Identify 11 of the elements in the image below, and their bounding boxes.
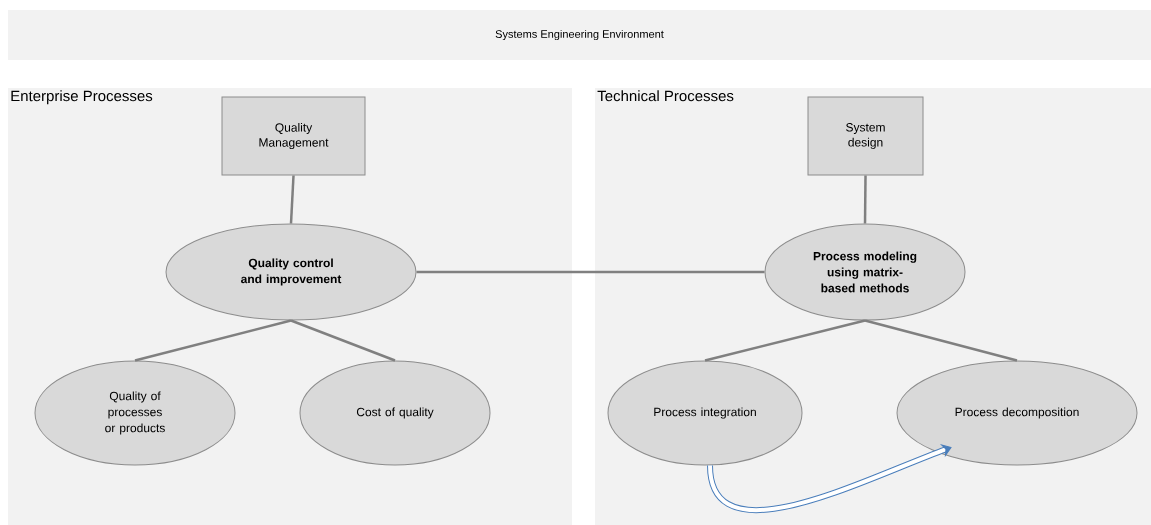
connector-line: [289, 175, 295, 224]
title-band: Systems Engineering Environment: [8, 10, 1151, 60]
process-box: System design: [807, 96, 924, 176]
connector-line: [134, 319, 292, 362]
connector-line: [704, 319, 866, 362]
connector-line: [863, 175, 867, 224]
connector-line: [290, 319, 396, 362]
curved-arrow: [707, 444, 952, 513]
connector-line: [864, 319, 1018, 362]
process-box: Quality Management: [221, 96, 366, 176]
connector-line: [416, 270, 765, 274]
